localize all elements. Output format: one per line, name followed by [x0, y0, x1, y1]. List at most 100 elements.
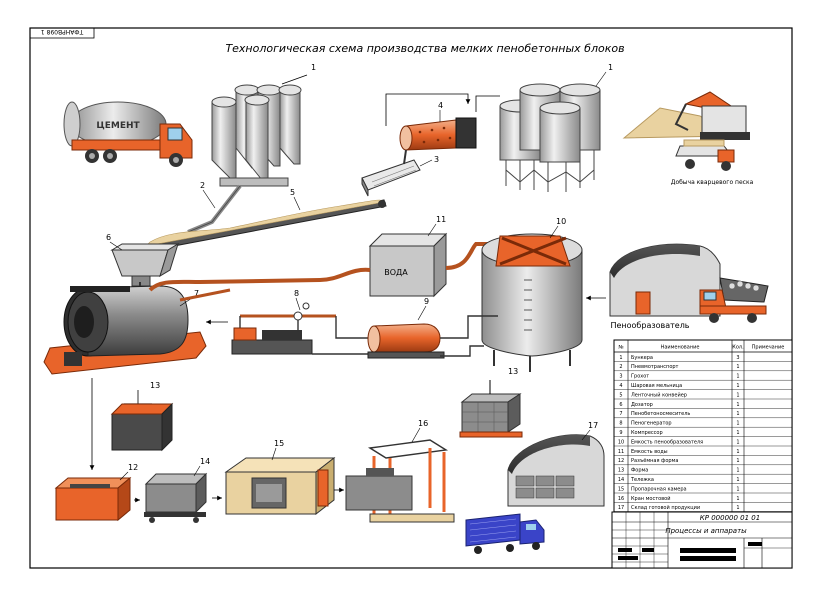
- sand-excavator: [622, 91, 750, 171]
- legend-table: № Наименование Кол. Примечание 1 Бункера 3 2 Пне…: [613, 339, 793, 513]
- legend-row-name: Грохот: [631, 374, 649, 380]
- diagram-title: Технологическая схема производства мелки…: [225, 42, 624, 55]
- legend-row-name: Дозатор: [631, 402, 653, 408]
- legend-row-num: 16: [618, 496, 624, 502]
- overhead-crane: [345, 439, 455, 523]
- legend-row-num: 17: [618, 505, 624, 511]
- block-stack: [459, 380, 523, 438]
- callout-14: 14: [200, 457, 210, 466]
- legend-row-num: 8: [619, 421, 622, 427]
- legend-row-qty: 1: [736, 411, 739, 417]
- title-block-code: КР 000000 01 01: [700, 514, 760, 522]
- steam-chamber: [224, 456, 336, 516]
- legend-row-qty: 1: [736, 402, 739, 408]
- legend-row-num: 13: [618, 468, 624, 474]
- legend-row-num: 2: [619, 364, 622, 370]
- legend-row-num: 4: [619, 383, 622, 389]
- title-block-name: Процессы и аппараты: [665, 527, 747, 535]
- split-mold-form: [54, 476, 132, 522]
- legend-row-num: 6: [619, 402, 622, 408]
- callout-9: 9: [424, 297, 429, 306]
- mold-form-hanging: [110, 390, 174, 452]
- water-tank: ВОДА: [368, 232, 448, 298]
- cement-truck: ЦЕМЕНТ: [63, 101, 193, 167]
- legend-row-name: Шаровая мельница: [631, 383, 682, 389]
- legend-row-qty: 1: [736, 383, 739, 389]
- legend-row-name: Бункера: [631, 355, 653, 361]
- callout-1a: 1: [311, 63, 316, 72]
- silos-sand: [499, 83, 601, 192]
- legend-row-qty: 1: [736, 430, 739, 436]
- sand-mining-label: Добыча кварцевого песка: [671, 179, 754, 186]
- legend-header-0: №: [618, 345, 624, 351]
- legend-row-num: 11: [618, 449, 624, 455]
- foam-agent-warehouse: [609, 243, 721, 317]
- legend-row-num: 1: [619, 355, 622, 361]
- callout-5: 5: [290, 188, 295, 197]
- trolley: [144, 472, 208, 523]
- legend-row-name: Пневмотранспорт: [631, 364, 679, 370]
- callout-11: 11: [436, 215, 446, 224]
- legend-row-name: Емкость пенообразователя: [631, 439, 703, 445]
- legend-row-name: Кран мостовой: [631, 495, 670, 502]
- title-block: КР 000000 01 01 Процессы и аппараты: [611, 511, 793, 569]
- legend-header-1: Наименование: [661, 345, 700, 351]
- screen: [361, 159, 421, 197]
- callout-4: 4: [438, 101, 443, 110]
- callout-8: 8: [294, 289, 299, 298]
- compressor: [367, 315, 498, 359]
- callout-3: 3: [434, 155, 439, 164]
- callout-12: 12: [128, 463, 138, 472]
- blue-truck: [465, 513, 545, 554]
- callout-2: 2: [200, 181, 205, 190]
- foam-agent-truck: [699, 277, 769, 323]
- legend-row-qty: 1: [736, 477, 739, 483]
- legend-row-num: 5: [619, 392, 622, 398]
- legend-row-qty: 1: [736, 496, 739, 502]
- legend-row-qty: 3: [736, 355, 739, 361]
- legend-row-qty: 1: [736, 392, 739, 398]
- legend-row-num: 12: [618, 458, 624, 464]
- legend-row-num: 7: [619, 411, 622, 417]
- legend-row-qty: 1: [736, 364, 739, 370]
- legend-row-qty: 1: [736, 486, 739, 492]
- legend-row-qty: 1: [736, 505, 739, 511]
- legend-row-num: 14: [618, 477, 624, 483]
- callout-7: 7: [194, 289, 199, 298]
- legend-row-name: Форма: [631, 468, 648, 474]
- callout-17: 17: [588, 421, 598, 430]
- legend-row-name: Разъёмная форма: [631, 458, 678, 464]
- legend-row-name: Пеногенератор: [631, 421, 672, 427]
- legend-row-qty: 1: [736, 449, 739, 455]
- legend-row-num: 3: [619, 374, 622, 380]
- legend-row-name: Пропарочная камера: [631, 486, 687, 492]
- legend-row-name: Пенобетоносмеситель: [631, 411, 690, 417]
- legend-row-num: 10: [618, 439, 624, 445]
- legend-row-num: 15: [618, 486, 624, 492]
- foam-label: Пенообразователь: [610, 321, 689, 330]
- legend-header-2: Кол.: [732, 345, 744, 351]
- finished-goods-warehouse: [507, 434, 605, 507]
- legend-row-num: 9: [619, 430, 622, 436]
- legend-header-3: Примечание: [752, 345, 785, 351]
- legend-row-qty: 1: [736, 458, 739, 464]
- legend-row-name: Склад готовой продукции: [631, 504, 700, 511]
- callout-16: 16: [418, 419, 428, 428]
- legend-row-name: Ленточный конвейер: [631, 391, 687, 398]
- cement-label: ЦЕМЕНТ: [96, 121, 140, 131]
- callout-6: 6: [106, 233, 111, 242]
- legend-row-name: Емкость воды: [631, 449, 668, 455]
- legend-row-name: Тележка: [630, 477, 654, 483]
- callout-13a: 13: [150, 381, 160, 390]
- corner-stamp: ТФАНРВ098 1: [29, 27, 95, 39]
- silos-cement: [211, 74, 308, 187]
- corner-stamp-text: ТФАНРВ098 1: [41, 28, 85, 35]
- legend-row-name: Компрессор: [631, 430, 663, 436]
- callout-1b: 1: [608, 63, 613, 72]
- legend-row-qty: 1: [736, 439, 739, 445]
- foam-generator: [231, 302, 336, 355]
- legend-row-qty: 1: [736, 374, 739, 380]
- legend-row-qty: 1: [736, 468, 739, 474]
- legend-row-qty: 1: [736, 421, 739, 427]
